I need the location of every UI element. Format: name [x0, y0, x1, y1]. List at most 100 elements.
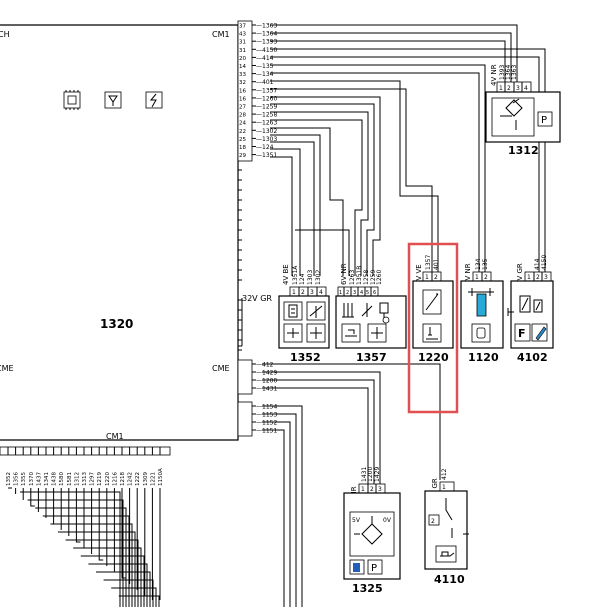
ecu-top-wire-1: —1364: [256, 31, 277, 38]
ecu-top-wire-7: —401: [256, 79, 274, 86]
wire-1357-4: 1260: [376, 270, 383, 285]
component-1352-id: 1352: [290, 351, 321, 364]
ecu-top-wire-13: —1302: [256, 128, 277, 135]
bottom-bus-route-10: [96, 571, 151, 607]
ecu-side-connector: [237, 169, 243, 360]
bottom-bus-line-15: [121, 488, 126, 579]
ecu-top-pin-10: 27: [239, 105, 246, 111]
bottom-bus-route-3: [42, 515, 130, 607]
ecu-top-pin-1: 43: [239, 32, 246, 38]
connector-1312-pin-2: 2: [507, 85, 511, 92]
ecu-low-pin-box: [237, 401, 253, 437]
terminal-5v-label: 5V: [352, 517, 361, 524]
bottom-bus-line-12: [98, 488, 104, 561]
bottom-wire-label-11: 1297: [90, 472, 96, 486]
bottom-wire-label-6: 1438: [52, 472, 58, 486]
ecu-top-wire-2: —1393: [256, 39, 277, 46]
wire-1325-1: 1200: [367, 467, 374, 482]
wire-1352-0: 1351A: [292, 265, 299, 285]
ecu-top-pin-9: 16: [239, 96, 246, 102]
terminal-0v-label: 0V: [383, 517, 392, 524]
ecu-top-pin-12: 24: [239, 121, 246, 127]
component-4102: 3V GR 1 2 3 414 4150 F 4102: [507, 255, 554, 364]
connector-1325-pin-3: 3: [378, 486, 382, 493]
ecu-top-pin-16: 29: [239, 153, 246, 159]
ecu-low-wire-0: —1154: [256, 404, 277, 411]
bottom-wire-label-4: 1437: [36, 472, 42, 486]
bottom-wire-label-16: 1242: [128, 472, 134, 486]
bottom-wire-label-13: 1220: [105, 472, 111, 486]
bottom-bus-route-11: [103, 579, 154, 607]
parking-p-letter-1325: P: [371, 563, 377, 574]
bottom-wire-label-17: 1222: [135, 472, 141, 486]
connector-4110-pin-2: 2: [431, 518, 435, 525]
ecu-bottom-pin-box: [0, 446, 171, 456]
ecu-connector-label: CM1: [212, 30, 230, 39]
bottom-wire-label-20: 1150A: [158, 468, 164, 486]
ecu-corner-label: CH: [0, 30, 10, 39]
wire-1352-1: 124: [299, 273, 306, 285]
bottom-bus-route-9: [88, 563, 148, 607]
bottom-wire-label-12: 1219: [97, 472, 103, 486]
bottom-bus-line-9: [75, 488, 81, 543]
wire-1357-1: 1351B: [356, 266, 363, 285]
oil-can-icon: [440, 551, 455, 557]
ecu-top-wire-15: —124: [256, 144, 274, 151]
ecu-top-pin-3: 31: [239, 48, 246, 54]
ecu-top-pin-14: 25: [239, 137, 246, 143]
fuel-pump-icon: [353, 563, 360, 572]
ecu-chip-icon: [63, 90, 81, 110]
wire-1120-1: 135: [482, 258, 489, 270]
ecu-low-wire-3: —1151: [256, 428, 277, 435]
pen-icon: [535, 326, 547, 341]
bottom-bus-route-5: [58, 531, 136, 607]
wire-4110-0: 412: [441, 468, 448, 480]
connector-4110-pin-1: 1: [442, 484, 446, 491]
bottom-wire-label-19: 1221: [150, 472, 156, 486]
bottom-bus-route-4: [50, 523, 133, 607]
component-1357-id: 1357: [356, 351, 387, 364]
bottom-wire-label-15: 1218: [120, 472, 126, 486]
connector-1357-pin-6: 6: [373, 290, 376, 296]
wire-4102-1: 4150: [541, 255, 548, 270]
ecu-injector-icon: [104, 91, 122, 109]
ecu-mid-wire-3: —1431: [256, 386, 277, 393]
ecu-low-wire-2: —1152: [256, 420, 277, 427]
bottom-wire-label-1: 1356: [14, 472, 20, 486]
bottom-wire-label-8: 1581: [67, 472, 73, 486]
component-1220-id: 1220: [418, 351, 449, 364]
ecu-top-wire-10: —1259: [256, 104, 277, 111]
knock-sensor-crystal-icon: [476, 293, 487, 317]
bottom-wire-label-10: 1313: [82, 472, 88, 486]
ecu-ignition-icon: [145, 91, 163, 109]
wire-1325-0: 1431: [361, 467, 368, 482]
component-1325: 3V NR 1 2 3 1431 1200 1429 5V 0V P 1325: [343, 467, 401, 595]
bottom-bus-route-0: [20, 491, 121, 607]
connector-1352-pin-1: 1: [292, 289, 296, 296]
parking-p-letter: P: [541, 115, 547, 126]
bottom-wire-label-14: 1216: [112, 472, 118, 486]
ecu-side-connector-label: 32V GR: [242, 294, 272, 303]
ecu-top-pin-2: 31: [239, 40, 246, 46]
connector-1357-pin-4: 4: [360, 290, 363, 296]
ecu-top-wire-11: —1258: [256, 112, 277, 119]
wire-routes-bottom: [8, 487, 161, 607]
connector-1220-label: 2V VE: [415, 264, 423, 285]
component-4102-id: 4102: [517, 351, 548, 364]
component-1325-id: 1325: [352, 582, 383, 595]
bottom-bus-line-3: [30, 488, 35, 507]
connector-1120-pin-2: 2: [484, 274, 488, 281]
ecu-top-pin-13: 22: [239, 129, 246, 135]
bottom-bus-route-13: [118, 595, 160, 607]
component-4110: 2V GR 1 412 2 4110: [424, 468, 469, 586]
ecu-top-pin-block: [237, 20, 253, 162]
connector-1120-pin-1: 1: [475, 274, 479, 281]
wire-1312-2: 1363: [511, 65, 518, 80]
ecu-top-wire-12: —1263: [256, 120, 277, 127]
bottom-bus-line-6: [53, 488, 58, 525]
connector-4102-pin-1: 1: [527, 274, 531, 281]
ecu-top-wire-8: —1357: [256, 87, 277, 94]
ecu-top-pin-4: 20: [239, 56, 246, 62]
connector-1325-pin-2: 2: [370, 486, 374, 493]
